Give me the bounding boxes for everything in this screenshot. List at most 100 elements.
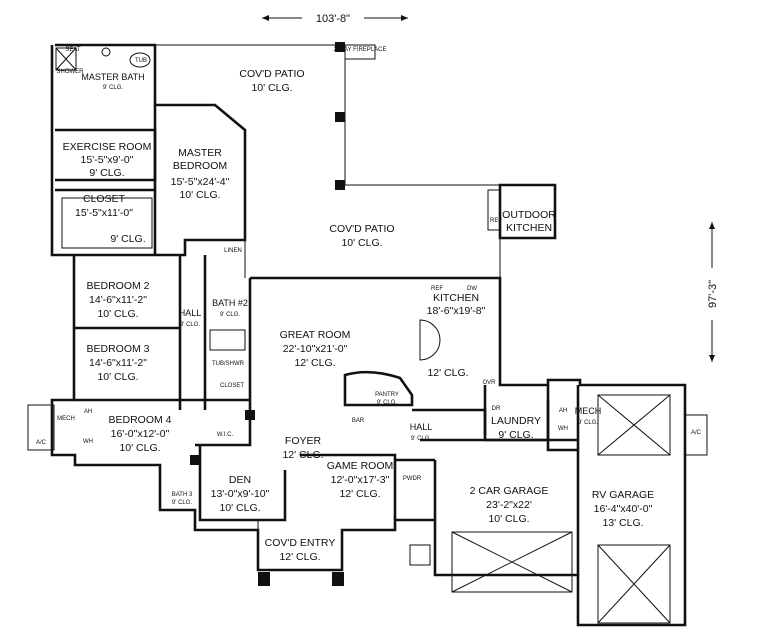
room-outdoor-kitchen: OUTDOOR KITCHEN xyxy=(502,209,556,234)
room-covd-patio-top: COV'D PATIO 10' CLG. xyxy=(239,68,304,94)
master-bedroom-name1: MASTER xyxy=(178,147,222,159)
ac-pad-left xyxy=(27,404,55,451)
closet-small-label: CLOSET xyxy=(220,383,244,389)
ref-outdoor-label: REF xyxy=(490,218,502,224)
ac-label-left: A/C xyxy=(36,440,47,446)
hall-right-name: HALL xyxy=(410,422,433,432)
room-master-bath: MASTER BATH 9' CLG. xyxy=(81,72,144,91)
kitchen-clg: 12' CLG. xyxy=(427,367,468,379)
room-mech: MECH 9' CLG. xyxy=(575,406,602,426)
bedroom2-clg: 10' CLG. xyxy=(97,308,138,320)
laundry-clg: 9' CLG. xyxy=(498,429,533,441)
island-icon xyxy=(419,319,441,361)
master-bedroom-name2: BEDROOM xyxy=(173,160,227,172)
outdoor-kitchen-name1: OUTDOOR xyxy=(502,209,556,221)
room-bedroom-2: BEDROOM 2 14'-6"x11'-2" 10' CLG. xyxy=(86,280,149,320)
covd-entry-name: COV'D ENTRY xyxy=(265,537,336,549)
room-great-room: GREAT ROOM 22'-10"x21'-0" 12' CLG. xyxy=(280,329,351,369)
fireplace-icon xyxy=(344,44,376,60)
steps-icon xyxy=(409,544,431,566)
room-bedroom-3: BEDROOM 3 14'-6"x11'-2" 10' CLG. xyxy=(86,343,149,383)
fixtures xyxy=(55,44,501,566)
bath3-name: BATH 3 xyxy=(172,492,193,498)
wh-label-left: WH xyxy=(83,439,93,445)
exterior-walls xyxy=(50,43,687,627)
closet-master-name: CLOSET xyxy=(83,193,126,205)
rv-garage-name: RV GARAGE xyxy=(592,489,654,501)
mech-clg: 9' CLG. xyxy=(578,420,598,426)
room-closet-master: CLOSET 15'-5"x11'-0" 9' CLG. xyxy=(75,193,146,245)
room-foyer: FOYER 12' CLG. xyxy=(282,435,323,461)
room-covd-entry: COV'D ENTRY 12' CLG. xyxy=(265,537,336,563)
hall-left-name: HALL xyxy=(179,308,202,318)
laundry-name: LAUNDRY xyxy=(491,415,541,427)
two-car-garage-name: 2 CAR GARAGE xyxy=(470,485,549,497)
toilet-icon xyxy=(101,47,111,57)
den-size: 13'-0"x9'-10" xyxy=(211,488,270,500)
foyer-name: FOYER xyxy=(285,435,322,447)
room-den: DEN 13'-0"x9'-10" 10' CLG. xyxy=(211,474,270,514)
wh-label-right: WH xyxy=(558,426,568,432)
room-two-car-garage: 2 CAR GARAGE 23'-2"x22' 10' CLG. xyxy=(470,485,549,525)
bedroom3-name: BEDROOM 3 xyxy=(86,343,149,355)
room-pantry: PANTRY 9' CLG. xyxy=(375,392,399,406)
ah-label-right: AH xyxy=(559,408,567,414)
mech-label-left: MECH xyxy=(57,416,75,422)
exercise-room-size: 15'-5"x9'-0" xyxy=(81,154,134,166)
pantry-clg: 9' CLG. xyxy=(377,400,397,406)
great-room-name: GREAT ROOM xyxy=(280,329,351,341)
columns xyxy=(190,42,345,586)
room-covd-patio-mid: COV'D PATIO 10' CLG. xyxy=(329,223,394,249)
bedroom3-clg: 10' CLG. xyxy=(97,371,138,383)
shower-label: SHOWER xyxy=(57,69,85,75)
room-rv-garage: RV GARAGE 16'-4"x40'-0" 13' CLG. xyxy=(592,489,654,529)
bath2-clg: 9' CLG. xyxy=(220,312,240,318)
exercise-room-name: EXERCISE ROOM xyxy=(63,141,152,153)
wic-label: W.I.C. xyxy=(217,432,234,438)
foyer-clg: 12' CLG. xyxy=(282,449,323,461)
room-bedroom-4: BEDROOM 4 16'-0"x12'-0" 10' CLG. xyxy=(108,414,171,454)
fixture-labels: SEAT SHOWER TUB 2 WAY FIREPLACE LINEN TU… xyxy=(57,47,503,482)
ac-pad-right xyxy=(684,414,708,456)
room-kitchen: KITCHEN 18'-6"x19'-8" 12' CLG. xyxy=(427,292,486,379)
seat-label: SEAT xyxy=(65,47,81,53)
bedroom4-size: 16'-0"x12'-0" xyxy=(111,428,170,440)
bedroom2-size: 14'-6"x11'-2" xyxy=(89,294,147,306)
room-bath-3: BATH 3 9' CLG. xyxy=(172,492,193,506)
game-room-clg: 12' CLG. xyxy=(339,488,380,500)
bedroom2-name: BEDROOM 2 xyxy=(86,280,149,292)
exercise-room-clg: 9' CLG. xyxy=(89,167,124,179)
room-hall-right: HALL 9' CLG. xyxy=(410,422,433,442)
kitchen-name: KITCHEN xyxy=(433,292,479,304)
ah-label-left: AH xyxy=(84,409,92,415)
ac-label-right: A/C xyxy=(691,430,702,436)
rv-garage-clg: 13' CLG. xyxy=(602,517,643,529)
shower-icon xyxy=(55,47,77,71)
hall-left-clg: 9' CLG. xyxy=(180,322,200,328)
room-master-bedroom: MASTER BEDROOM 15'-5"x24'-4" 10' CLG. xyxy=(171,147,230,201)
room-game-room: GAME ROOM 12'-0"x17'-3" 12' CLG. xyxy=(327,460,394,500)
closet-master-size: 15'-5"x11'-0" xyxy=(75,207,133,219)
two-car-garage-size: 23'-2"x22' xyxy=(486,499,532,511)
bath2-name: BATH #2 xyxy=(212,298,248,308)
bedroom4-clg: 10' CLG. xyxy=(119,442,160,454)
den-clg: 10' CLG. xyxy=(219,502,260,514)
kitchen-size: 18'-6"x19'-8" xyxy=(427,305,486,317)
garage-bays xyxy=(451,394,671,624)
tub-label: TUB xyxy=(135,58,147,64)
covd-patio-top-name: COV'D PATIO xyxy=(239,68,304,80)
tub-shwr-label: TUB/SHWR xyxy=(212,361,245,367)
linen-label: LINEN xyxy=(224,248,242,254)
covd-entry-clg: 12' CLG. xyxy=(279,551,320,563)
master-bath-name: MASTER BATH xyxy=(81,72,144,82)
game-room-name: GAME ROOM xyxy=(327,460,394,472)
tub-icon xyxy=(129,52,151,68)
den-name: DEN xyxy=(229,474,251,486)
ref-kitchen-label: REF xyxy=(431,286,443,292)
master-bath-clg: 9' CLG. xyxy=(103,85,123,91)
covd-patio-mid-clg: 10' CLG. xyxy=(341,237,382,249)
two-car-garage-clg: 10' CLG. xyxy=(488,513,529,525)
master-bedroom-size: 15'-5"x24'-4" xyxy=(171,176,230,188)
